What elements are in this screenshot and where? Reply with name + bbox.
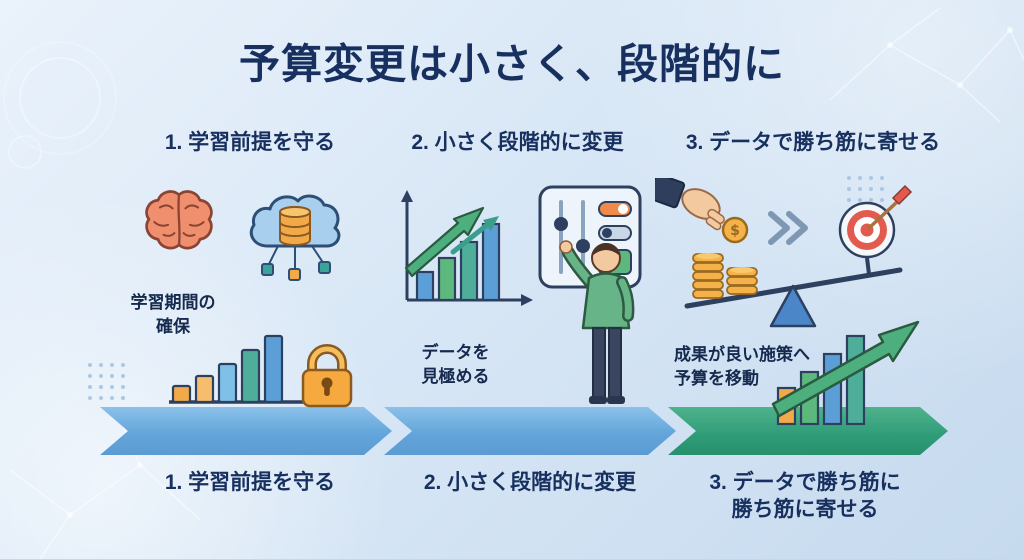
cloud-database-icon [249, 194, 341, 281]
step1-caption-line2: 確保 [156, 316, 190, 336]
growth-bars-lock-icon [169, 334, 353, 408]
brain-icon [145, 190, 213, 250]
step3-caption-line1: 成果が良い施策へ [674, 345, 810, 364]
network-nodes-icon [261, 245, 331, 281]
rising-chart-arrow-icon [771, 320, 920, 426]
banner-label-step3: 3. データで勝ち筋に 勝ち筋に寄せる [670, 469, 940, 524]
banner-label-step3-line2: 勝ち筋に寄せる [731, 498, 879, 522]
slider-icon [554, 200, 590, 274]
banner-label-step3-line1: 3. データで勝ち筋に [709, 471, 901, 494]
coin-stack-icon [692, 253, 758, 299]
step1-heading: 1. 学習前提を守る [164, 131, 336, 154]
step3-heading: 3. データで勝ち筋に寄せる [685, 131, 941, 154]
step2-caption: データを 見極める [393, 341, 518, 389]
banner-label-step2: 2. 小さく段階的に変更 [390, 469, 670, 496]
budget-shift-illustration: $ [655, 178, 913, 328]
step2-heading: 2. 小さく段階的に変更 [411, 131, 624, 154]
step3-caption-line2: 予算を移動 [674, 368, 759, 388]
person-pointing-icon [559, 240, 635, 404]
database-icon [279, 206, 311, 246]
banner-arrow-step1 [100, 407, 392, 455]
banner-arrow-step2 [384, 407, 676, 455]
step3-caption: 成果が良い施策へ 予算を移動 [674, 343, 864, 391]
banner-label-step2-line1: 2. 小さく段階的に変更 [423, 471, 637, 494]
banner-label-step1: 1. 学習前提を守る [120, 469, 380, 496]
dot-grid-left [86, 360, 131, 405]
growth-bars-icon [171, 334, 284, 404]
step2-caption-line2: 見極める [421, 366, 490, 386]
step1-caption: 学習期間の 確保 [103, 291, 243, 339]
step1-caption-line1: 学習期間の [130, 293, 216, 312]
hand-coin-icon: $ [655, 178, 749, 244]
balance-scale-icon [684, 267, 903, 328]
target-dart-icon [838, 184, 913, 275]
banner-label-step1-line1: 1. 学習前提を守る [164, 471, 336, 494]
coin-symbol: $ [730, 223, 740, 239]
page-title: 予算変更は小さく、段階的に [239, 41, 785, 87]
step2-caption-line1: データを [421, 343, 490, 362]
growth-chart-arrow-icon [401, 190, 533, 306]
double-chevron-icon [768, 211, 808, 245]
lock-icon [301, 344, 353, 408]
